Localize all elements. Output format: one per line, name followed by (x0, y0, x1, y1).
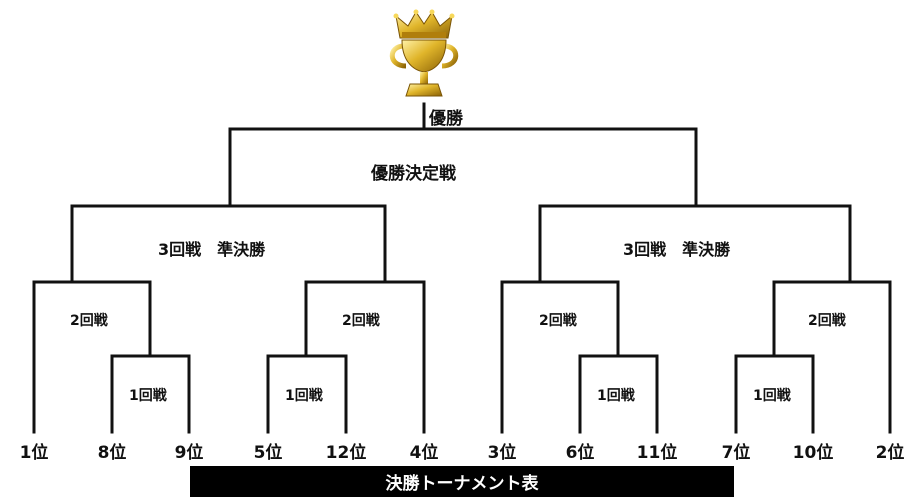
seed-label: 5位 (253, 443, 283, 463)
seed-label: 2位 (875, 443, 905, 463)
semifinal-label-left: 3回戦 準決勝 (158, 240, 266, 259)
semifinal-connector-right (538, 204, 852, 284)
round1-label-4: 1回戦 (753, 388, 791, 404)
round1-connector-4 (734, 354, 815, 434)
trophy-with-crown-icon (389, 9, 459, 97)
final-connector (228, 127, 698, 208)
title-banner: 決勝トーナメント表 (190, 466, 734, 497)
seed-label: 1位 (19, 443, 49, 463)
round2-connector-4 (772, 280, 892, 434)
seed-label: 3位 (487, 443, 517, 463)
seed-label: 7位 (721, 443, 751, 463)
semifinal-connector-left (70, 204, 387, 284)
title-text: 決勝トーナメント表 (385, 474, 539, 494)
seed-label: 11位 (636, 443, 678, 463)
seed-label: 9位 (174, 443, 204, 463)
round2-label-4: 2回戦 (808, 313, 846, 329)
seed-label: 4位 (409, 443, 439, 463)
round2-connector-2 (304, 280, 426, 434)
round1-label-3: 1回戦 (597, 388, 635, 404)
round1-connector-3 (578, 354, 659, 434)
round2-label-2: 2回戦 (342, 313, 380, 329)
seed-label: 8位 (97, 443, 127, 463)
round1-connector-2 (266, 354, 348, 434)
round2-label-3: 2回戦 (539, 313, 577, 329)
round1-label-1: 1回戦 (129, 388, 167, 404)
round2-label-1: 2回戦 (70, 313, 108, 329)
seed-label: 10位 (792, 443, 834, 463)
round1-label-2: 1回戦 (285, 388, 323, 404)
round2-connector-3 (500, 280, 620, 434)
seed-label: 6位 (565, 443, 595, 463)
round1-connector-1 (110, 354, 191, 434)
final-label: 優勝決定戦 (371, 164, 456, 184)
seed-label: 12位 (325, 443, 367, 463)
round2-connector-1 (32, 280, 152, 434)
semifinal-label-right: 3回戦 準決勝 (623, 240, 731, 259)
champion-label: 優勝 (429, 109, 463, 129)
